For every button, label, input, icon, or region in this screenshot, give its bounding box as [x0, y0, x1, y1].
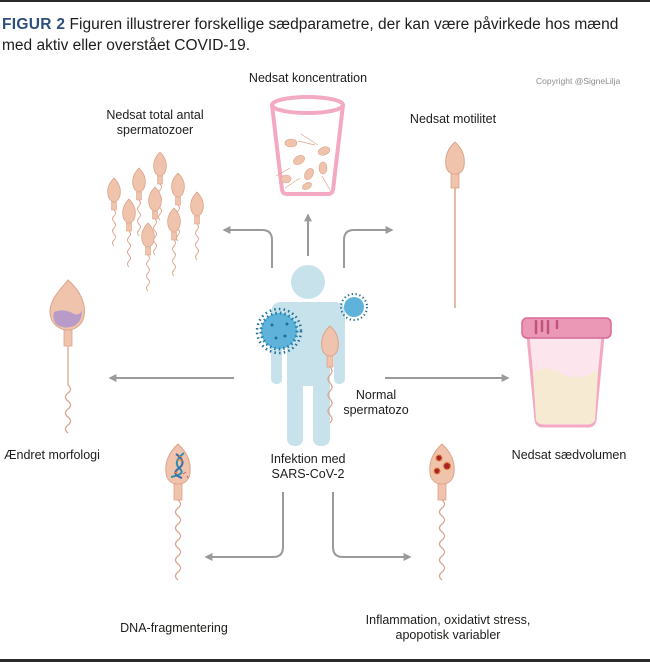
arrow-to-motility — [343, 226, 394, 268]
oxidative-stress-particles-icon — [433, 454, 452, 475]
figure-label: FIGUR 2 — [2, 16, 66, 33]
label-concentration: Nedsat koncentration — [248, 71, 368, 85]
label-normal-sperm: Normal spermatozo — [343, 388, 409, 417]
bottom-rule — [0, 659, 650, 662]
virus-icon-small — [340, 293, 368, 321]
label-total-count: Nedsat total antal spermatozoer — [106, 108, 204, 137]
label-center-infection: Infektion med SARS-CoV-2 — [270, 452, 346, 481]
figure-caption-text: Figuren illustrerer forskellige sædparam… — [2, 16, 619, 54]
abnormal-morphology-sperm-icon — [49, 279, 85, 434]
semen-volume-cup-icon — [521, 317, 612, 428]
inflammation-sperm-icon — [429, 443, 455, 581]
arrow-to-total-count — [222, 226, 273, 268]
label-morphology: Ændret morfologi — [4, 448, 100, 462]
figure-caption: FIGUR 2 Figuren illustrerer forskellige … — [2, 14, 642, 56]
arrow-to-inflammation — [332, 492, 412, 561]
label-semen-volume: Nedsat sædvolumen — [511, 448, 627, 462]
label-inflammation: Inflammation, oxidativt stress, apopotis… — [365, 613, 531, 642]
label-motility: Nedsat motilitet — [409, 112, 497, 126]
dna-fragmentation-sperm-icon — [165, 443, 191, 581]
dna-helix-icon — [170, 452, 189, 479]
arrow-to-dna-fragmentation — [204, 492, 284, 561]
virus-icon-large — [255, 307, 303, 355]
top-rule — [0, 0, 650, 2]
label-dna-fragmentation: DNA-fragmentering — [120, 621, 228, 635]
person-figure — [271, 265, 345, 446]
low-motility-sperm-icon — [445, 141, 465, 308]
normal-sperm-icon — [321, 325, 339, 424]
sample-cup-icon — [270, 95, 345, 196]
copyright-text: Copyright @SigneLilja — [536, 76, 621, 86]
sperm-cluster-icon — [107, 151, 204, 292]
